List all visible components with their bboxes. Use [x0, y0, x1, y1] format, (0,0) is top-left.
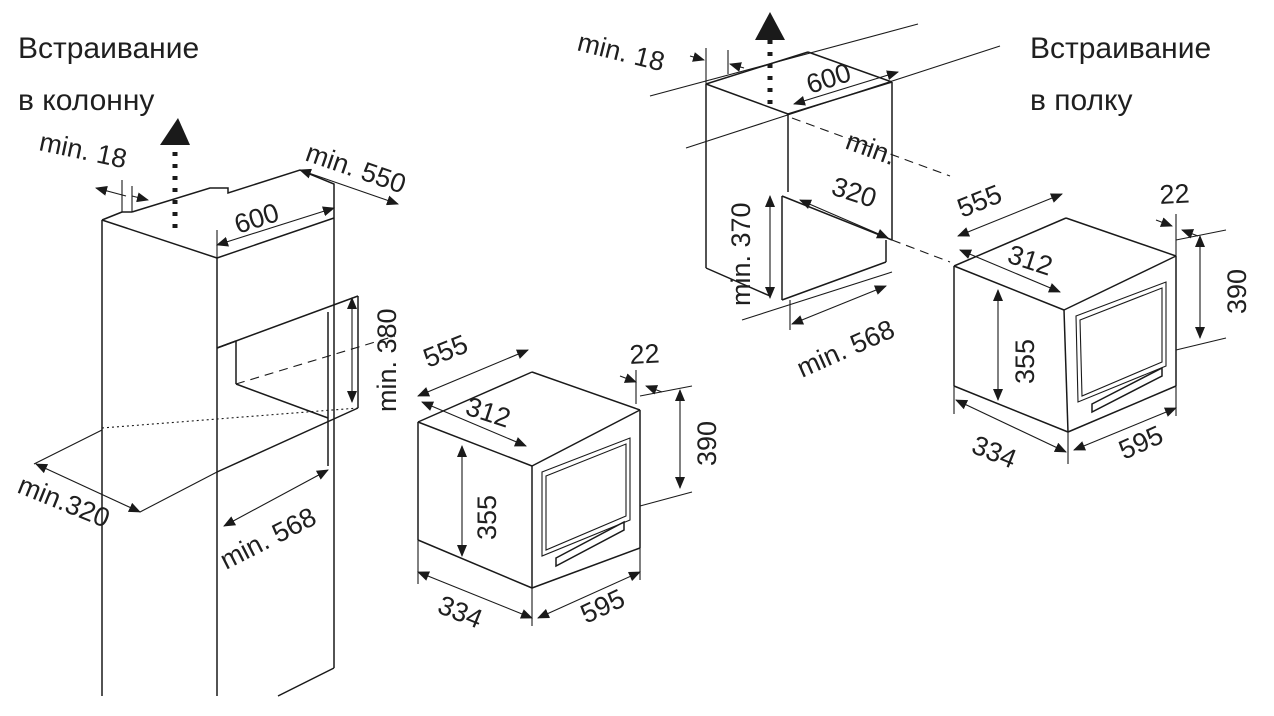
shelf-min370-label: min. 370 [726, 202, 756, 306]
al-312-label: 312 [462, 391, 514, 433]
appliance-left [417, 371, 641, 589]
al-355-label: 355 [472, 495, 502, 540]
column-min550-label: min. 550 [302, 137, 410, 199]
al-390-label: 390 [692, 421, 722, 466]
ar-22-label: 22 [1159, 178, 1191, 210]
ar-355-label: 355 [1010, 339, 1040, 384]
column-cabinet [101, 118, 396, 697]
column-dimensions: min. 18 min. 550 600 min. 380 min.320 mi… [14, 127, 410, 576]
appliance-right-dimensions: 555 22 312 390 355 334 595 [953, 178, 1252, 474]
column-title-line1: Встраивание [18, 32, 199, 65]
ar-555-label: 555 [953, 179, 1006, 224]
shelf-320-label: 320 [828, 171, 880, 213]
shelf-cabinet [649, 12, 1001, 321]
column-600-label: 600 [231, 197, 283, 239]
al-22-label: 22 [629, 338, 661, 370]
ar-390-label: 390 [1222, 269, 1252, 314]
column-min18-label: min. 18 [37, 127, 130, 175]
shelf-title-line1: Встраивание [1030, 32, 1211, 65]
appliance-left-dimensions: 555 22 312 390 355 334 595 [417, 329, 722, 634]
al-595-label: 595 [576, 583, 630, 629]
shelf-min568-label: min. 568 [792, 314, 899, 384]
al-555-label: 555 [419, 329, 472, 374]
shelf-600-label: 600 [803, 57, 855, 99]
column-min380-label: min. 380 [372, 308, 402, 412]
column-min320-label: min.320 [14, 470, 114, 534]
ar-595-label: 595 [1114, 420, 1167, 466]
shelf-title-line2: в полку [1030, 84, 1133, 117]
appliance-right [953, 217, 1177, 433]
shelf-min18-label: min. 18 [575, 27, 668, 78]
column-min568-label: min. 568 [215, 502, 321, 576]
ar-334-label: 334 [968, 430, 1021, 475]
shelf-dimensions: min. 18 600 min. 320 min. 370 min. 568 [575, 27, 901, 384]
ar-312-label: 312 [1004, 239, 1056, 281]
column-title-line2: в колонну [18, 84, 154, 117]
